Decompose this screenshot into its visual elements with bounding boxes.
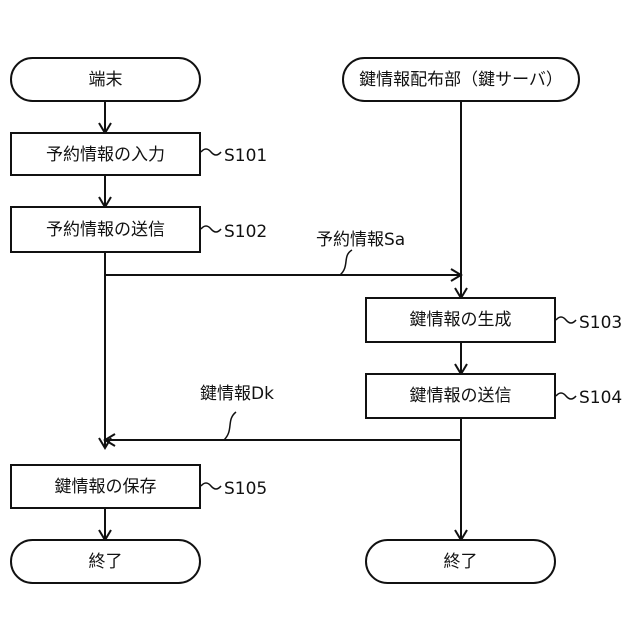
leader-reservation	[340, 250, 352, 275]
step-leader-s103	[556, 317, 576, 323]
process-s101-label: 予約情報の入力	[46, 145, 165, 165]
step-id-s103: S103	[579, 313, 622, 333]
process-s102-label: 予約情報の送信	[46, 220, 165, 240]
process-s103-label: 鍵情報の生成	[410, 310, 512, 330]
terminal-start-right-label: 鍵情報配布部（鍵サーバ）	[359, 70, 563, 90]
step-id-s104: S104	[579, 388, 622, 408]
message-label-reservation: 予約情報Sa	[316, 230, 405, 250]
step-leader-s104	[556, 393, 576, 399]
step-leader-s101	[201, 149, 221, 155]
step-id-s105: S105	[224, 479, 267, 499]
step-id-s102: S102	[224, 222, 267, 242]
step-leader-s102	[201, 226, 221, 232]
message-label-key: 鍵情報Dk	[200, 384, 274, 404]
process-s105-label: 鍵情報の保存	[55, 477, 157, 497]
step-leader-s105	[201, 483, 221, 489]
process-s104-label: 鍵情報の送信	[410, 386, 512, 406]
terminal-start-left-label: 端末	[89, 70, 123, 90]
terminal-end-right-label: 終了	[444, 552, 478, 572]
leader-key	[224, 412, 236, 440]
terminal-end-left-label: 終了	[89, 552, 123, 572]
step-id-s101: S101	[224, 146, 267, 166]
